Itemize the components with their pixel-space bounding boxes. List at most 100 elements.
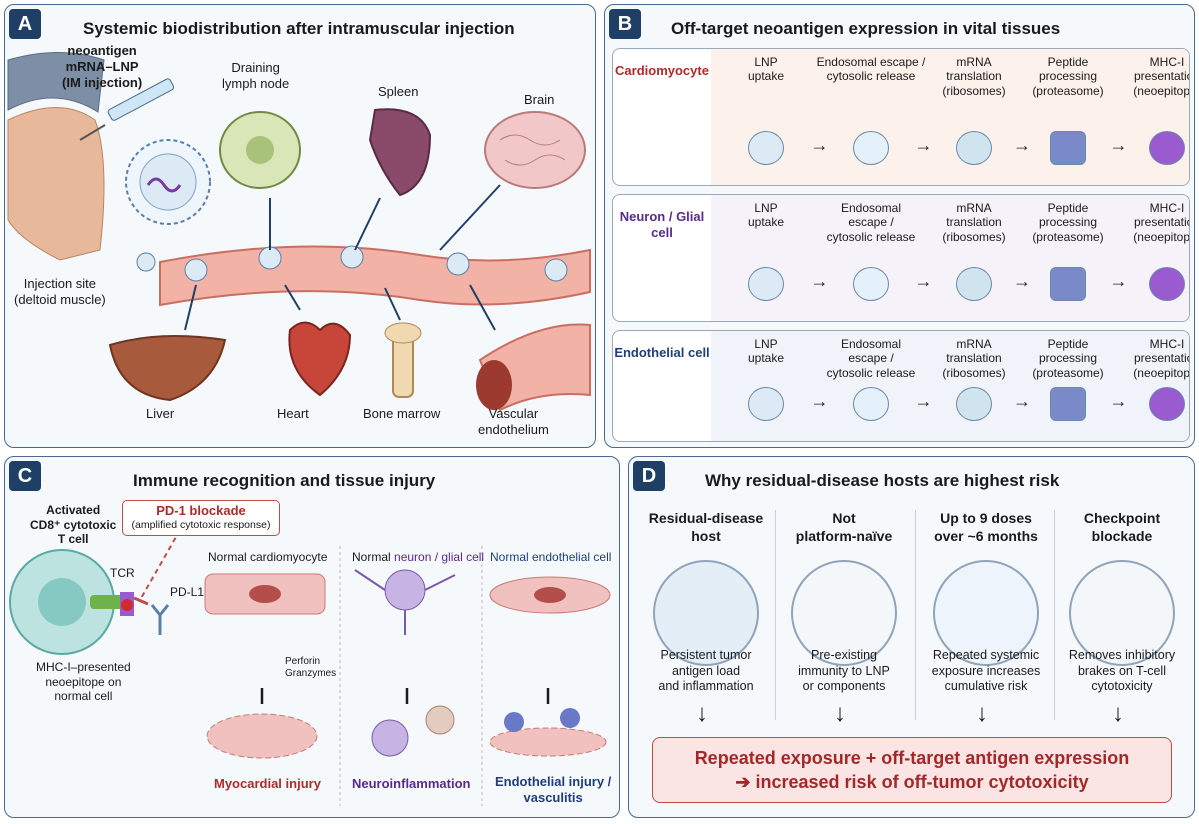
risk-heading-line: Not xyxy=(832,510,856,526)
panel-b-title: Off-target neoantigen expression in vita… xyxy=(671,19,1061,38)
step-line: cytosolic release xyxy=(826,365,916,380)
injection-site-line-1: Injection site xyxy=(23,276,97,291)
step-line: processing xyxy=(1038,215,1098,230)
risk-heading-line: Checkpoint xyxy=(1083,510,1161,526)
vascular-label: Vascular endothelium xyxy=(478,406,549,438)
step-line: (proteasome) xyxy=(1032,365,1104,380)
lymph-node-label: Draining lymph node xyxy=(222,60,289,92)
risk-heading-line: platform-naïve xyxy=(795,527,893,544)
flow-arrow: → xyxy=(914,391,933,411)
injection-site-line-2: (deltoid muscle) xyxy=(14,291,106,307)
flow-arrow: → xyxy=(810,391,829,411)
liver-icon xyxy=(108,335,227,402)
step-line: mRNA xyxy=(956,337,992,351)
flow-arrow: → xyxy=(1109,135,1128,155)
step-line: MHC-I xyxy=(1149,55,1185,69)
proteasome-icon xyxy=(1050,131,1086,165)
step-line: mRNA xyxy=(956,55,992,69)
step-line: uptake xyxy=(747,69,785,84)
step-line: MHC-I xyxy=(1149,201,1185,215)
column-divider xyxy=(1054,510,1055,720)
risk-desc-line: Pre-existing xyxy=(811,648,877,662)
ribosome-icon xyxy=(956,387,992,421)
flow-arrow: → xyxy=(1013,271,1031,291)
step-line: (ribosomes) xyxy=(942,365,1006,380)
risk-desc-line: cumulative risk xyxy=(944,679,1028,694)
step-line: cytosolic release xyxy=(826,229,916,244)
callout-line-2: ➔ increased risk of off-tumor cytotoxici… xyxy=(735,772,1089,793)
endosome-icon xyxy=(853,131,889,165)
calendar-syringe-icon xyxy=(933,560,1039,666)
vascular-endothelium-icon xyxy=(476,323,591,412)
risk-desc-line: antigen load xyxy=(671,663,741,678)
injured-tissue-icons xyxy=(206,705,607,759)
t-cell-label: Activated CD8⁺ cytotoxic T cell xyxy=(30,503,116,547)
ribosome-icon xyxy=(956,267,992,301)
flow-arrow: → xyxy=(1013,135,1031,155)
flow-arrow: → xyxy=(810,135,829,155)
injection-site-label: Injection site (deltoid muscle) xyxy=(14,276,106,308)
risk-callout: Repeated exposure + off-target antigen e… xyxy=(652,737,1172,803)
proteasome-icon xyxy=(1050,387,1086,421)
risk-heading-line: over ~6 months xyxy=(934,527,1038,544)
step-line: Endosomal escape / xyxy=(816,55,926,69)
vascular-line-1: Vascular xyxy=(488,406,539,421)
risk-heading-line: Up to 9 doses xyxy=(940,510,1032,526)
mhc-note-line-3: normal cell xyxy=(54,689,113,704)
step-line: translation xyxy=(946,215,1002,230)
step-line: (neoepitope) xyxy=(1133,83,1190,98)
flow-arrow: → xyxy=(1109,271,1128,291)
injection-line-3: (IM injection) xyxy=(62,74,143,90)
step-line: Peptide xyxy=(1047,201,1089,215)
tissue-bottom-endothelial: Endothelial injury / vasculitis xyxy=(495,774,611,806)
step-line: Endosomal xyxy=(840,337,902,351)
injection-line-1: neoantigen xyxy=(67,43,137,58)
pd1-blockade-sub: (amplified cytotoxic response) xyxy=(131,518,271,531)
step-line: LNP xyxy=(754,55,778,69)
risk-heading-line: Residual-disease xyxy=(648,510,764,526)
pd1-blockade-box: PD-1 blockade (amplified cytotoxic respo… xyxy=(122,500,280,536)
risk-desc-line: and inflammation xyxy=(658,679,754,694)
flow-arrow: → xyxy=(914,271,933,291)
perforin-line-1: Perforin xyxy=(285,656,321,667)
flow-arrow: → xyxy=(1109,391,1128,411)
perforin-label: Perforin Granzymes xyxy=(285,656,336,680)
brain-icon xyxy=(484,111,586,189)
mhc-note-line-1: MHC-I–presented xyxy=(36,660,131,674)
step-line: escape / xyxy=(848,351,894,366)
syringe-icon xyxy=(79,78,175,141)
normal-endothelial-icon xyxy=(489,576,611,614)
step-line: (proteasome) xyxy=(1032,83,1104,98)
tissue-top-neuron-b: neuron / glial cell xyxy=(394,550,485,564)
lymph-node-icon xyxy=(219,111,301,189)
step-line: LNP xyxy=(754,337,778,351)
heart-icon xyxy=(288,321,352,397)
panel-d-title: Why residual-disease hosts are highest r… xyxy=(705,471,1060,490)
injection-line-2: mRNA–LNP xyxy=(65,58,139,74)
down-arrow: ↓ xyxy=(976,700,988,727)
tissue-row-label: Endothelial cell xyxy=(614,345,710,360)
risk-desc-line: Removes inhibitory xyxy=(1068,648,1176,662)
risk-desc-line: cytotoxicity xyxy=(1091,679,1153,694)
step-line: uptake xyxy=(747,215,785,230)
liver-label: Liver xyxy=(146,406,175,421)
bone-marrow-icon xyxy=(384,322,422,398)
antibody-lnp-icon xyxy=(791,560,897,666)
tissue-top-neuron: Normal neuron / glial cell xyxy=(352,550,484,565)
panel-a-label: A xyxy=(9,9,41,39)
step-line: Endosomal xyxy=(840,201,902,215)
panel-c-illustration xyxy=(9,529,611,806)
step-label: Endosomal escape /cytosolic release xyxy=(817,55,926,84)
